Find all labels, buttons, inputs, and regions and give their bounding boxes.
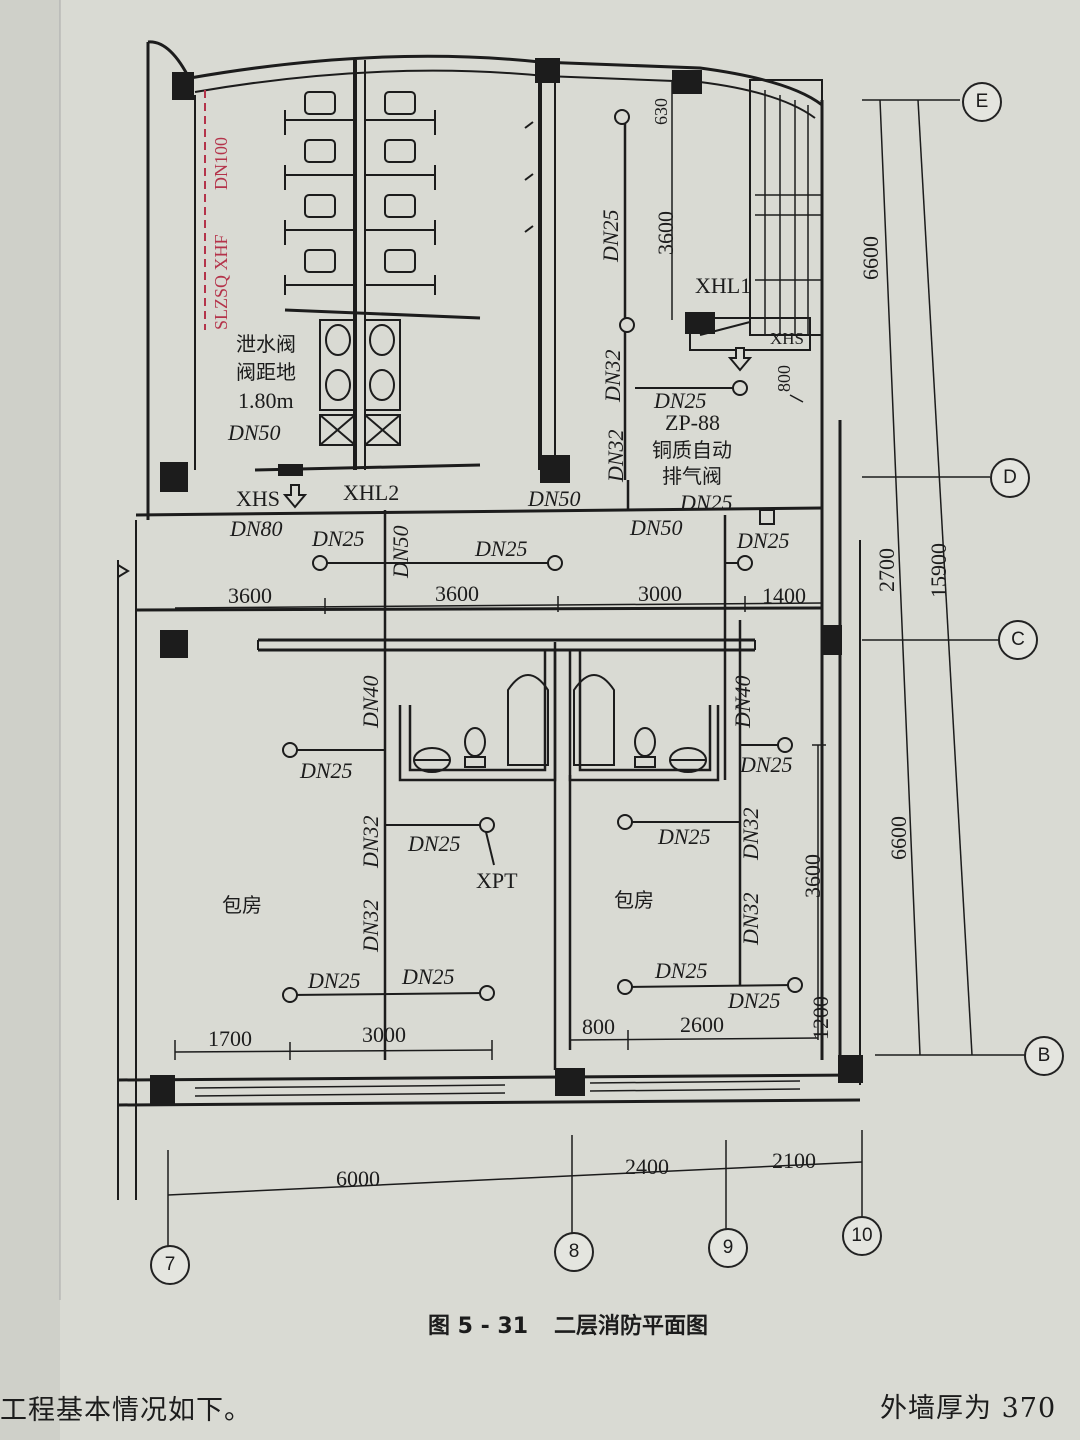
label-dn25-valve: DN25 bbox=[680, 490, 733, 515]
dim-15900: 15900 bbox=[926, 543, 951, 598]
label-drain-line3: 1.80m bbox=[238, 388, 294, 413]
dim-1700: 1700 bbox=[208, 1026, 252, 1051]
dim-3600-room: 3600 bbox=[800, 854, 825, 898]
body-text-line: 工程基本情况如下。 bbox=[0, 1395, 252, 1426]
dim-2700: 2700 bbox=[874, 548, 899, 592]
dim-2400: 2400 bbox=[625, 1154, 669, 1179]
dim-3000-bottom: 3000 bbox=[362, 1022, 406, 1047]
label-dn25-room-right-4: DN25 bbox=[728, 988, 781, 1013]
label-xhs-stair: XHS bbox=[770, 329, 805, 348]
axis-10: 10 bbox=[842, 1216, 882, 1256]
axis-d: D bbox=[990, 458, 1030, 498]
label-xhl1: XHL1 bbox=[695, 273, 752, 298]
dim-800-bottom: 800 bbox=[582, 1014, 615, 1039]
label-dn32-left-lower: DN32 bbox=[358, 899, 383, 952]
label-dn25-room-left-3: DN25 bbox=[308, 968, 361, 993]
label-xhl2: XHL2 bbox=[343, 480, 400, 505]
axis-c: C bbox=[998, 620, 1038, 660]
label-dn50-column: DN50 bbox=[528, 486, 581, 511]
dim-3000-top: 3000 bbox=[638, 581, 682, 606]
label-dn32-right-upper: DN32 bbox=[738, 807, 763, 860]
label-dn32-right-lower: DN32 bbox=[738, 892, 763, 945]
label-room-left: 包房 bbox=[222, 893, 262, 917]
label-dn25-corridor-left: DN25 bbox=[312, 526, 365, 551]
dim-630: 630 bbox=[651, 98, 671, 125]
figure-title: 二层消防平面图 bbox=[554, 1314, 709, 1339]
dim-6600-upper: 6600 bbox=[858, 236, 883, 280]
label-drain-line1: 泄水阀 bbox=[236, 332, 296, 356]
dim-6600-lower: 6600 bbox=[886, 816, 911, 860]
axis-7: 7 bbox=[150, 1245, 190, 1285]
body-text-fragment: 外墙厚为 370 bbox=[880, 1393, 1057, 1424]
dim-1400: 1400 bbox=[762, 583, 806, 608]
label-dn25-riser: DN25 bbox=[598, 209, 623, 262]
label-dn32-riser-lower: DN32 bbox=[603, 429, 628, 482]
label-dn25-room-right-2: DN25 bbox=[658, 824, 711, 849]
label-zp88: ZP-88 bbox=[665, 410, 720, 435]
axis-b: B bbox=[1024, 1036, 1064, 1076]
dim-3600-a: 3600 bbox=[228, 583, 272, 608]
dim-3600-b: 3600 bbox=[435, 581, 479, 606]
label-dn50-vertical: DN50 bbox=[388, 525, 413, 578]
label-dn50-corridor: DN50 bbox=[630, 515, 683, 540]
label-valve-line2: 排气阀 bbox=[662, 464, 722, 488]
label-slzsq-xhf: SLZSQ XHF bbox=[211, 234, 231, 330]
label-dn100: DN100 bbox=[211, 137, 231, 190]
dim-800-riser: 800 bbox=[774, 365, 794, 392]
label-drain-line2: 阀距地 bbox=[236, 360, 296, 384]
dim-2100: 2100 bbox=[772, 1148, 816, 1173]
label-dn32-left-upper: DN32 bbox=[358, 815, 383, 868]
dim-1200: 1200 bbox=[808, 996, 833, 1040]
label-dn25-room-right-3: DN25 bbox=[655, 958, 708, 983]
label-valve-line1: 铜质自动 bbox=[652, 438, 732, 462]
label-dn40-right: DN40 bbox=[730, 675, 755, 728]
dim-2600: 2600 bbox=[680, 1012, 724, 1037]
label-dn25-room-right-1: DN25 bbox=[740, 752, 793, 777]
label-dn25-room-left-4: DN25 bbox=[402, 964, 455, 989]
label-dn25-riser-top: DN25 bbox=[654, 388, 707, 413]
label-room-right: 包房 bbox=[614, 888, 654, 912]
axis-8: 8 bbox=[554, 1232, 594, 1272]
label-dn32-riser-upper: DN32 bbox=[600, 349, 625, 402]
label-dn25-corridor-mid: DN25 bbox=[475, 536, 528, 561]
label-xpt: XPT bbox=[476, 868, 518, 893]
axis-e: E bbox=[962, 82, 1002, 122]
dim-6000: 6000 bbox=[336, 1166, 380, 1191]
label-dn80: DN80 bbox=[230, 516, 283, 541]
figure-number: 图 5 - 31 bbox=[428, 1314, 529, 1339]
label-dn40-left: DN40 bbox=[358, 675, 383, 728]
label-dn50-washroom: DN50 bbox=[228, 420, 281, 445]
figure-caption: 图 5 - 31 二层消防平面图 bbox=[428, 1308, 734, 1340]
label-dn25-corridor-right: DN25 bbox=[737, 528, 790, 553]
label-xhs-washroom: XHS bbox=[236, 486, 281, 511]
dim-3600-riser: 3600 bbox=[653, 211, 678, 255]
label-dn25-room-left-1: DN25 bbox=[300, 758, 353, 783]
axis-9: 9 bbox=[708, 1228, 748, 1268]
label-dn25-room-left-2: DN25 bbox=[408, 831, 461, 856]
